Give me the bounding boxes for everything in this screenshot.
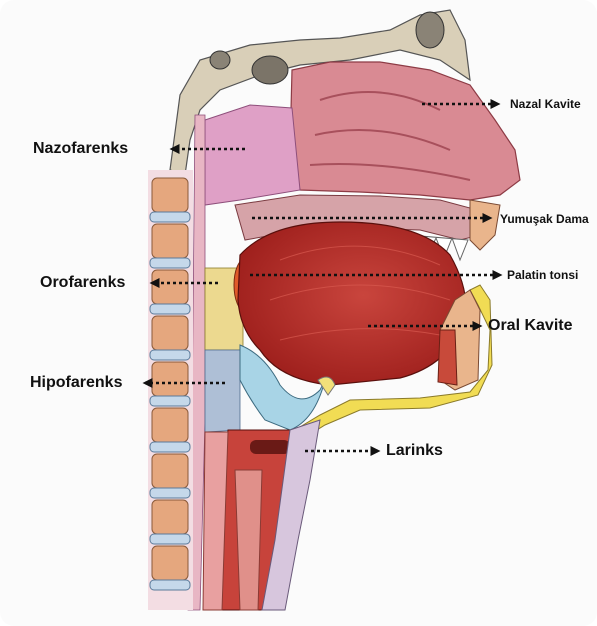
label-oral-kavite: Oral Kavite	[488, 317, 572, 335]
label-palatin-tonsil: Palatin tonsi	[507, 268, 578, 282]
label-yumusak-damak: Yumuşak Dama	[500, 212, 589, 226]
label-orofarenks: Orofarenks	[40, 274, 125, 292]
label-nazal-kavite: Nazal Kavite	[510, 97, 581, 111]
label-hipofarenks: Hipofarenks	[30, 374, 122, 392]
label-nazofarenks: Nazofarenks	[33, 140, 128, 158]
label-larinks: Larinks	[386, 442, 443, 460]
